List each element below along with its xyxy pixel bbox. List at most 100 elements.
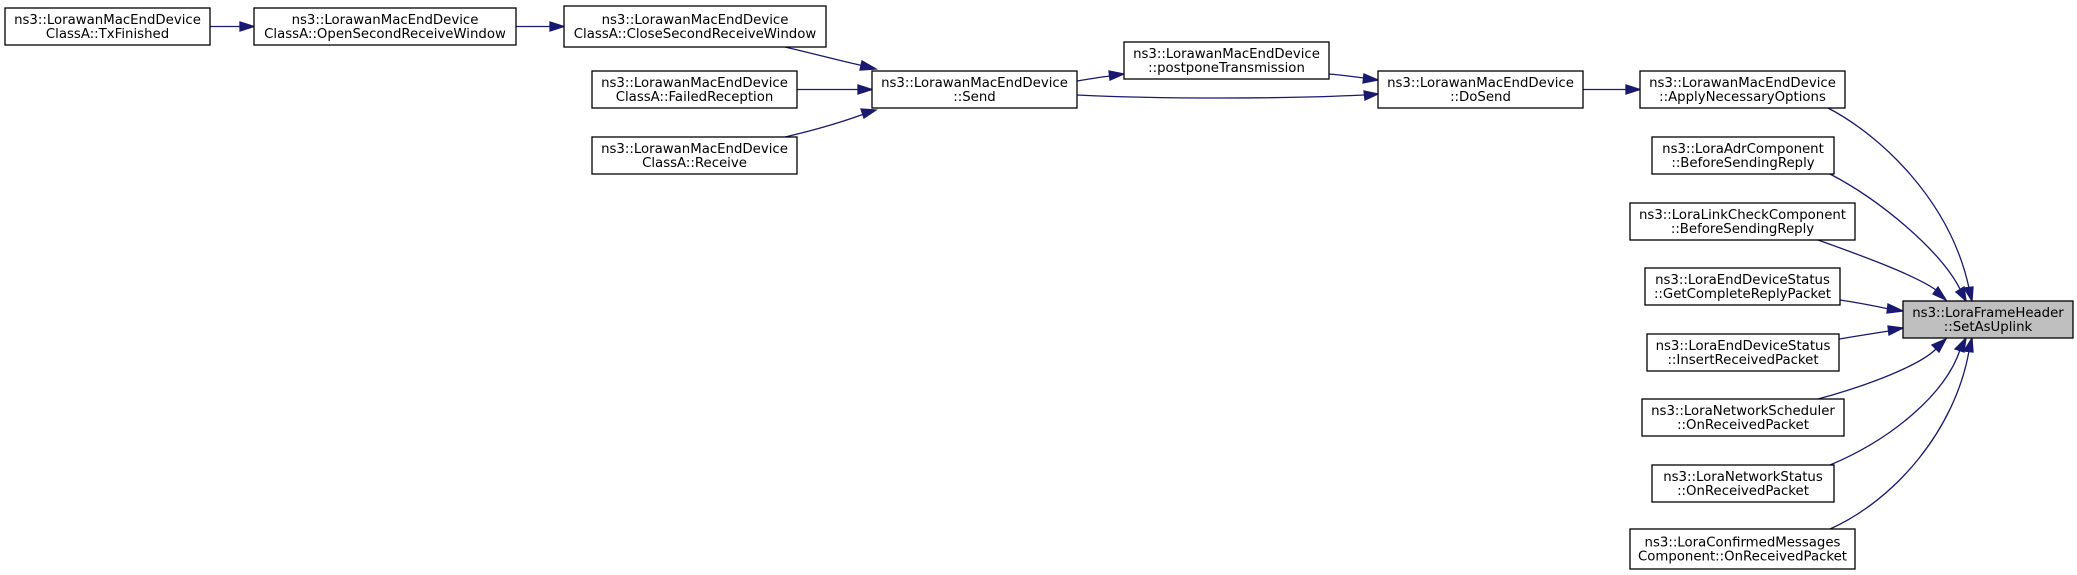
arrowhead-icon	[239, 21, 257, 32]
node-box	[563, 5, 827, 48]
node-label-line: ::DoSend	[1450, 90, 1511, 105]
node-label-line: ::OnReceivedPacket	[1677, 418, 1809, 433]
node-label-line: ::BeforeSendingReply	[1671, 156, 1814, 171]
arrowhead-icon	[1363, 90, 1381, 101]
edge-confirmed-to-setasuplink	[1829, 335, 1974, 530]
edge-closesecond-to-send	[784, 46, 879, 71]
node-label-line: ClassA::Receive	[642, 156, 747, 171]
edge-txfinished-to-opensecond	[210, 21, 257, 32]
node-label-line: ::InsertReceivedPacket	[1667, 353, 1818, 368]
arrowhead-icon	[1625, 84, 1643, 95]
node-label-line: ClassA::TxFinished	[46, 27, 169, 42]
node-label-line: ns3::LorawanMacEndDevice	[602, 13, 789, 28]
node-label-line: ns3::LoraLinkCheckComponent	[1639, 208, 1846, 223]
edge-line	[1838, 330, 1890, 340]
node-txfinished[interactable]: ns3::LorawanMacEndDeviceClassA::TxFinish…	[4, 7, 211, 46]
node-failedreception[interactable]: ns3::LorawanMacEndDeviceClassA::FailedRe…	[591, 70, 798, 109]
node-closesecond[interactable]: ns3::LorawanMacEndDeviceClassA::CloseSec…	[563, 5, 827, 48]
node-linkcheck[interactable]: ns3::LoraLinkCheckComponent::BeforeSendi…	[1629, 202, 1856, 241]
node-label-line: ns3::LorawanMacEndDevice	[1133, 47, 1320, 62]
node-label-line: ClassA::CloseSecondReceiveWindow	[574, 27, 817, 42]
node-box	[1651, 136, 1835, 175]
edge-line	[1827, 107, 1970, 289]
node-box	[871, 70, 1078, 109]
edge-line	[784, 46, 865, 67]
node-box	[1902, 300, 2074, 339]
arrowhead-icon	[1887, 325, 1906, 336]
node-label-line: ns3::LoraNetworkStatus	[1663, 470, 1823, 485]
arrowhead-icon	[549, 21, 567, 32]
node-box	[1646, 333, 1840, 372]
edge-getcomplete-to-setasuplink	[1839, 299, 1906, 314]
edge-applyoptions-to-setasuplink	[1827, 107, 1974, 304]
node-box	[591, 136, 798, 175]
edge-scheduler-to-setasuplink	[1817, 337, 1948, 400]
node-label-line: ns3::LoraNetworkScheduler	[1651, 404, 1835, 419]
arrowhead-icon	[1930, 337, 1948, 354]
node-scheduler[interactable]: ns3::LoraNetworkScheduler::OnReceivedPac…	[1641, 398, 1845, 437]
arrowhead-icon	[860, 108, 878, 120]
node-box	[1644, 267, 1841, 306]
node-label-line: ns3::LoraEndDeviceStatus	[1655, 273, 1830, 288]
node-box	[1639, 70, 1846, 109]
node-adr[interactable]: ns3::LoraAdrComponent::BeforeSendingRepl…	[1651, 136, 1835, 175]
node-box	[1377, 70, 1584, 109]
arrowhead-icon	[1108, 70, 1127, 81]
edges-layer	[210, 21, 1974, 530]
node-send[interactable]: ns3::LorawanMacEndDevice::Send	[871, 70, 1078, 109]
edge-line	[1076, 75, 1111, 82]
edge-netstatus-to-setasuplink	[1829, 336, 1967, 466]
arrowhead-icon	[1886, 303, 1906, 314]
node-label-line: ::GetCompleteReplyPacket	[1654, 287, 1831, 302]
node-postpone[interactable]: ns3::LorawanMacEndDevice::postponeTransm…	[1123, 41, 1330, 80]
edge-send-to-dosend	[1076, 90, 1381, 101]
node-label-line: ns3::LoraConfirmedMessages	[1645, 536, 1841, 551]
edge-line	[1076, 94, 1365, 99]
node-label-line: ns3::LorawanMacEndDevice	[601, 76, 788, 91]
node-label-line: ns3::LorawanMacEndDevice	[881, 76, 1068, 91]
node-box	[1629, 202, 1856, 241]
arrowhead-icon	[1954, 285, 1967, 303]
node-label-line: ::BeforeSendingReply	[1671, 222, 1814, 237]
edge-line	[1829, 173, 1961, 290]
node-opensecond[interactable]: ns3::LorawanMacEndDeviceClassA::OpenSeco…	[253, 7, 517, 46]
node-label-line: ns3::LorawanMacEndDevice	[1649, 76, 1836, 91]
node-label-line: ns3::LoraFrameHeader	[1912, 306, 2064, 321]
arrowhead-icon	[1932, 285, 1948, 302]
edge-linkcheck-to-setasuplink	[1817, 239, 1948, 302]
edge-send-to-postpone	[1076, 70, 1127, 82]
node-label-line: ns3::LorawanMacEndDevice	[601, 142, 788, 157]
edge-dosend-to-applyoptions	[1583, 84, 1643, 95]
edge-receive-to-send	[784, 108, 878, 138]
node-box	[1123, 41, 1330, 80]
edge-line	[1839, 299, 1890, 310]
edge-line	[1829, 350, 1970, 530]
edge-postpone-to-dosend	[1328, 73, 1381, 84]
edge-line	[1328, 73, 1365, 79]
edge-line	[1829, 349, 1961, 466]
node-dosend[interactable]: ns3::LorawanMacEndDevice::DoSend	[1377, 70, 1584, 109]
nodes-layer: ns3::LorawanMacEndDeviceClassA::TxFinish…	[4, 5, 2074, 570]
edge-adr-to-setasuplink	[1829, 173, 1967, 303]
node-label-line: ClassA::OpenSecondReceiveWindow	[264, 27, 506, 42]
node-applyoptions[interactable]: ns3::LorawanMacEndDevice::ApplyNecessary…	[1639, 70, 1846, 109]
node-confirmed[interactable]: ns3::LoraConfirmedMessagesComponent::OnR…	[1629, 528, 1856, 570]
node-label-line: ns3::LoraEndDeviceStatus	[1656, 339, 1831, 354]
node-box	[253, 7, 517, 46]
node-insertreceived[interactable]: ns3::LoraEndDeviceStatus::InsertReceived…	[1646, 333, 1840, 372]
node-getcomplete[interactable]: ns3::LoraEndDeviceStatus::GetCompleteRep…	[1644, 267, 1841, 306]
node-label-line: ::postponeTransmission	[1148, 61, 1305, 76]
edge-line	[1817, 348, 1937, 400]
node-box	[1651, 464, 1835, 503]
arrowhead-icon	[1962, 335, 1974, 353]
node-netstatus[interactable]: ns3::LoraNetworkStatus::OnReceivedPacket	[1651, 464, 1835, 503]
node-setasuplink[interactable]: ns3::LoraFrameHeader::SetAsUplink	[1902, 300, 2074, 339]
node-label-line: ns3::LoraAdrComponent	[1662, 142, 1824, 157]
node-box	[591, 70, 798, 109]
node-label-line: ns3::LorawanMacEndDevice	[292, 13, 479, 28]
node-label-line: ns3::LorawanMacEndDevice	[1387, 76, 1574, 91]
edge-opensecond-to-closesecond	[516, 21, 567, 32]
edge-line	[784, 113, 865, 138]
